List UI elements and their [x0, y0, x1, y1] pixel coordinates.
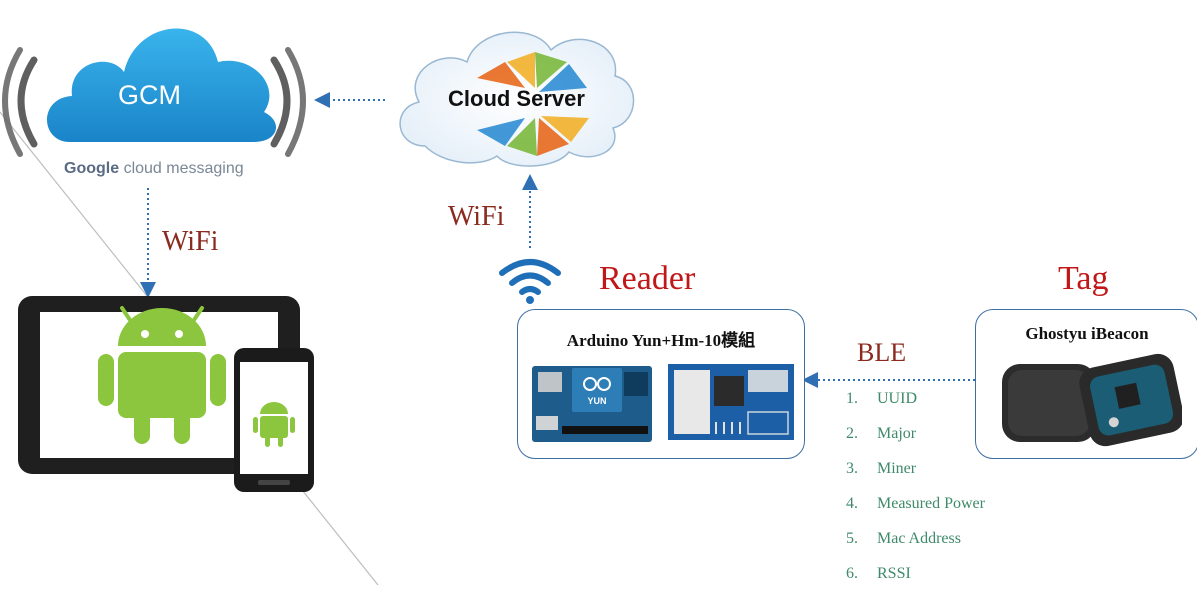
google-cloud-messaging-text: Google cloud messaging: [64, 160, 244, 178]
reader-box: Arduino Yun+Hm-10模組 YUN: [517, 309, 805, 459]
cloud-messaging-text: cloud messaging: [123, 160, 244, 177]
tag-box-title: Ghostyu iBeacon: [1025, 324, 1149, 343]
android-robot-icon: [98, 306, 226, 444]
gcm-cloud-icon: [2, 28, 306, 157]
wifi-label-reader-cloud: WiFi: [448, 201, 505, 232]
google-brand-text: Google: [64, 160, 120, 177]
cloud-server-label: Cloud Server: [448, 86, 585, 111]
yun-board-text: YUN: [587, 396, 606, 406]
reader-hardware: YUN: [532, 364, 794, 442]
devices-illustration: [18, 296, 314, 492]
hm10-ble-module: [668, 364, 794, 440]
tag-heading: Tag: [1058, 260, 1109, 297]
reader-box-title: Arduino Yun+Hm-10模組: [566, 331, 756, 350]
ble-field-item: 6.RSSI: [846, 565, 911, 582]
arduino-yun-board: YUN: [532, 366, 652, 442]
ble-field-list: 1.UUID 2.Major 3.Miner 4.Measured Power …: [846, 389, 985, 599]
connectors: [140, 92, 975, 388]
ibeacon-device: [1002, 353, 1182, 447]
ble-field-item: 2.Major: [846, 425, 917, 442]
ble-field-item: 4.Measured Power: [846, 495, 985, 512]
wifi-icon: [499, 259, 561, 304]
reader-heading: Reader: [599, 260, 696, 297]
android-robot-small-icon: [253, 402, 295, 447]
ble-field-item: 1.UUID: [846, 390, 917, 407]
signal-waves-icon: [2, 47, 306, 157]
gcm-label: GCM: [118, 80, 181, 110]
tag-box: Ghostyu iBeacon: [975, 309, 1197, 459]
ble-field-item: 3.Miner: [846, 460, 917, 477]
smartphone-icon: [234, 348, 314, 492]
wifi-label-gcm-device: WiFi: [162, 226, 219, 257]
ble-label: BLE: [857, 338, 907, 367]
cloud-server-icon: [399, 31, 635, 167]
ble-field-item: 5.Mac Address: [846, 530, 961, 547]
